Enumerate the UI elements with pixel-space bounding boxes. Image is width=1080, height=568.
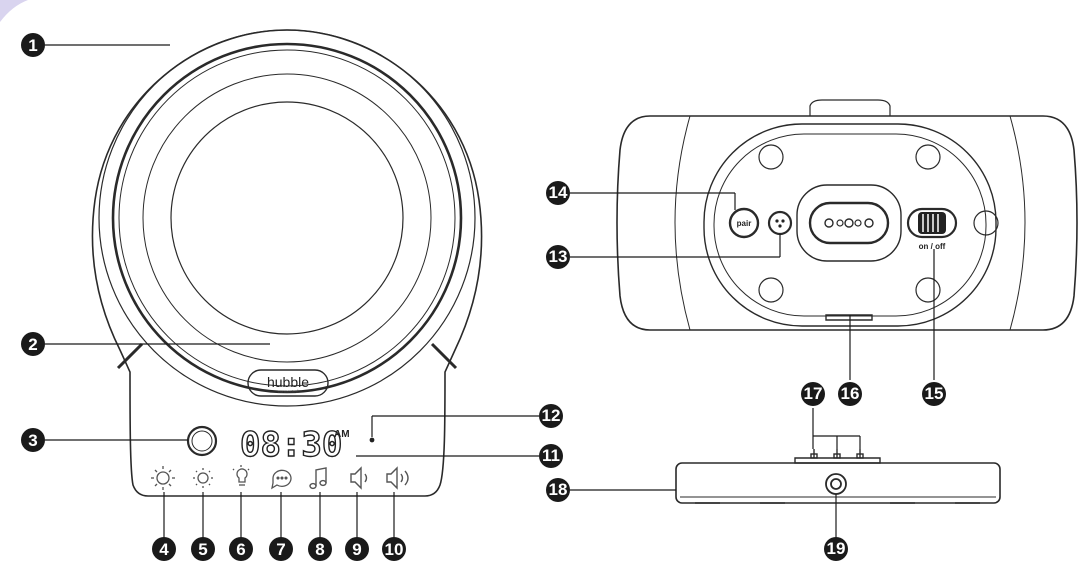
front-lens-inner-ring [142, 73, 432, 363]
svg-text:15: 15 [925, 384, 944, 403]
base-body [675, 462, 1001, 504]
callout-3: 3 [21, 428, 45, 452]
svg-text:1: 1 [28, 36, 37, 55]
svg-text:7: 7 [276, 540, 285, 559]
svg-text:17: 17 [804, 384, 823, 403]
volume-up-icon[interactable] [386, 466, 409, 490]
callout-15: 15 [922, 382, 946, 406]
svg-text:18: 18 [549, 480, 568, 499]
svg-text:5: 5 [198, 540, 207, 559]
brand-text: hubble [267, 374, 309, 390]
base-view [675, 449, 1001, 504]
callout-2: 2 [21, 332, 45, 356]
back-body-outline [616, 115, 1078, 331]
callout-7: 7 [269, 537, 293, 561]
corner-decoration [0, 0, 28, 22]
callout-11: 11 [539, 444, 563, 468]
callout-12: 12 [539, 404, 563, 428]
back-left-curve [674, 115, 691, 331]
callout-17: 17 [801, 382, 825, 406]
svg-text:16: 16 [841, 384, 860, 403]
callout-8: 8 [308, 537, 332, 561]
night-light-bulb-icon[interactable] [232, 465, 250, 486]
dock-connector [796, 184, 902, 262]
power-button[interactable] [186, 425, 218, 457]
front-body-outline [91, 29, 483, 497]
svg-text:13: 13 [549, 247, 568, 266]
reset-button[interactable] [767, 210, 793, 236]
pair-button-label: pair [737, 219, 752, 228]
svg-text:6: 6 [236, 540, 245, 559]
callout-9: 9 [345, 537, 369, 561]
power-jack [825, 473, 847, 495]
callout-16: 16 [838, 382, 862, 406]
front-lens-ring-1 [111, 42, 463, 394]
svg-text:2: 2 [28, 335, 37, 354]
clock-display: 08:30 AM [239, 424, 375, 466]
light-sensor-dot [369, 437, 375, 443]
svg-text:19: 19 [827, 539, 846, 558]
screw-hole [973, 210, 999, 236]
callout-1: 1 [21, 33, 45, 57]
pair-button[interactable]: pair [728, 207, 760, 239]
svg-text:3: 3 [28, 431, 37, 450]
callout-10: 10 [382, 537, 406, 561]
svg-text:14: 14 [549, 183, 568, 202]
callout-14: 14 [546, 181, 570, 205]
on-off-switch[interactable]: on / off [906, 207, 958, 251]
screw-hole [758, 277, 784, 303]
left-shoulder-accent [116, 342, 144, 370]
message-icon[interactable] [271, 469, 292, 490]
clock-ampm: AM [334, 429, 350, 440]
base-pins [810, 449, 864, 459]
callout-13: 13 [546, 245, 570, 269]
screw-hole [915, 277, 941, 303]
svg-text:11: 11 [542, 446, 560, 465]
svg-text:4: 4 [159, 540, 169, 559]
callout-6: 6 [229, 537, 253, 561]
volume-down-icon[interactable] [350, 466, 368, 490]
svg-text:12: 12 [542, 406, 561, 425]
svg-text:8: 8 [315, 540, 324, 559]
back-top-bump [809, 99, 891, 116]
back-bottom-notch [825, 314, 873, 321]
right-shoulder-accent [430, 342, 458, 370]
hubble-logo: hubble connected [247, 369, 329, 397]
screw-hole [758, 144, 784, 170]
on-off-label: on / off [919, 242, 946, 251]
callout-leaders [45, 44, 935, 540]
callout-19: 19 [824, 537, 848, 561]
callout-18: 18 [546, 478, 570, 502]
front-lens-ring-2 [118, 49, 456, 387]
svg-text:9: 9 [352, 540, 361, 559]
brightness-high-icon[interactable] [151, 466, 175, 490]
front-center-disc [170, 101, 404, 335]
front-outer-ring [98, 29, 476, 407]
callout-4: 4 [152, 537, 176, 561]
back-view: pair on / off [616, 99, 1078, 331]
brand-sub-text: connected [278, 389, 299, 394]
music-note-icon[interactable] [309, 467, 327, 490]
back-right-curve [1009, 115, 1026, 331]
callout-5: 5 [191, 537, 215, 561]
svg-text:10: 10 [385, 540, 404, 559]
clock-time: 08:30 [240, 425, 342, 465]
brightness-low-icon[interactable] [193, 468, 213, 488]
front-view: hubble connected 08:30 AM [91, 29, 483, 497]
screw-hole [915, 144, 941, 170]
